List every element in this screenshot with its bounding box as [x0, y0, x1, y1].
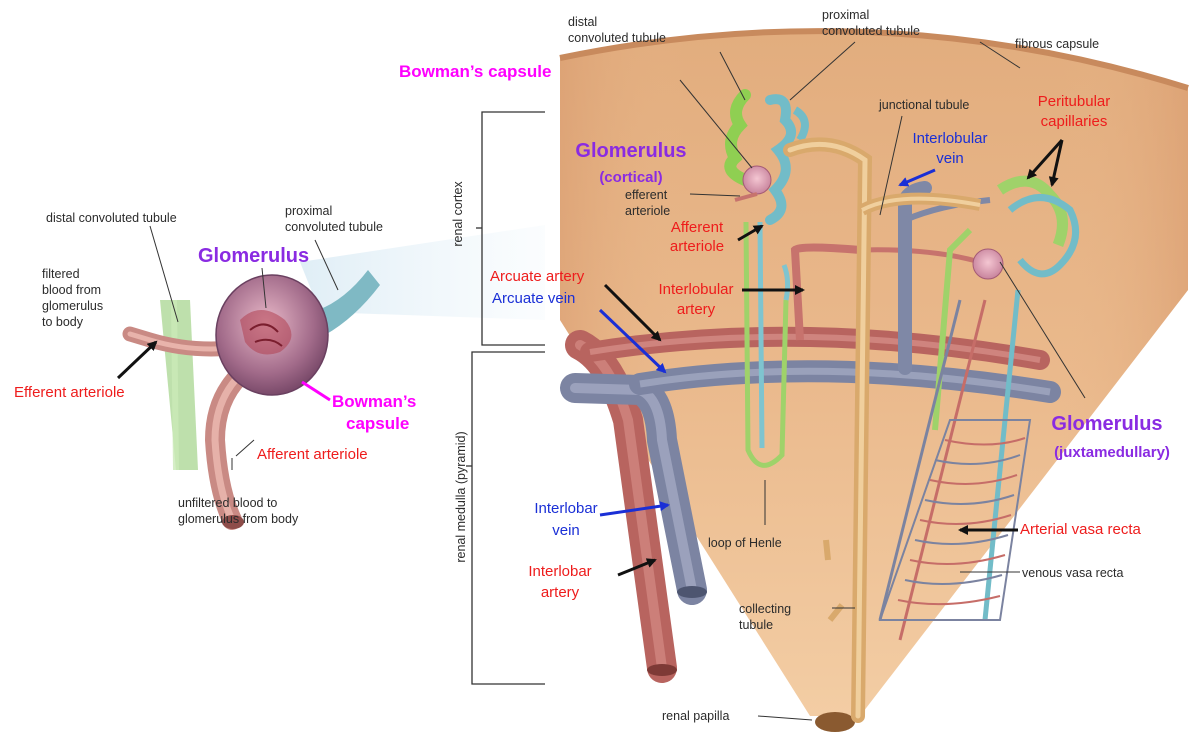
label-interlobar-vein-2: vein — [516, 522, 616, 539]
label-afferent-right-1: Afferent — [657, 219, 737, 236]
label-renal-cortex: renal cortex — [451, 164, 465, 264]
label-collecting-tubule-2: tubule — [739, 618, 773, 632]
label-proximal-right-2: convoluted tubule — [822, 24, 920, 38]
label-fibrous-capsule: fibrous capsule — [1015, 37, 1099, 51]
label-interlobular-artery-1: Interlobular — [641, 281, 751, 298]
label-loop-of-henle: loop of Henle — [708, 536, 782, 550]
label-arcuate-artery: Arcuate artery — [490, 268, 584, 285]
label-efferent-right-1: efferent — [625, 188, 667, 202]
label-arterial-vasa-recta: Arterial vasa recta — [1020, 521, 1141, 538]
label-glomerulus-jm-2: (juxtamedullary) — [1037, 444, 1187, 461]
label-interlobar-vein-1: Interlobar — [516, 500, 616, 517]
label-distal-right-1: distal — [568, 15, 597, 29]
label-glomerulus-cortical-2: (cortical) — [581, 169, 681, 186]
label-afferent-right-2: arteriole — [657, 238, 737, 255]
label-unfiltered-1: unfiltered blood to — [178, 496, 277, 510]
label-glomerulus-left: Glomerulus — [198, 245, 309, 268]
label-venous-vasa-recta: venous vasa recta — [1022, 566, 1123, 580]
label-peritubular-2: capillaries — [1024, 113, 1124, 130]
label-filtered-2: blood from — [42, 283, 101, 297]
label-collecting-tubule-1: collecting — [739, 602, 791, 616]
label-filtered-3: glomerulus — [42, 299, 103, 313]
label-glomerulus-cortical-1: Glomerulus — [556, 140, 706, 163]
label-interlobular-vein-2: vein — [900, 150, 1000, 167]
label-afferent-arteriole-left: Afferent arteriole — [257, 446, 368, 463]
label-renal-medulla: renal medulla (pyramid) — [454, 422, 468, 572]
label-bowmans-capsule-right: Bowman’s capsule — [399, 62, 551, 82]
label-filtered-4: to body — [42, 315, 83, 329]
label-proximal-left-1: proximal — [285, 204, 332, 218]
label-distal-right-2: convoluted tubule — [568, 31, 666, 45]
label-arcuate-vein: Arcuate vein — [492, 290, 575, 307]
label-peritubular-1: Peritubular — [1024, 93, 1124, 110]
label-efferent-arteriole-left: Efferent arteriole — [14, 384, 125, 401]
label-interlobular-vein-1: Interlobular — [900, 130, 1000, 147]
label-unfiltered-2: glomerulus from body — [178, 512, 298, 526]
label-bowmans-capsule-left-2: capsule — [346, 414, 409, 434]
label-interlobar-artery-2: artery — [510, 584, 610, 601]
label-glomerulus-jm-1: Glomerulus — [1032, 413, 1182, 436]
label-interlobar-artery-1: Interlobar — [510, 563, 610, 580]
label-interlobular-artery-2: artery — [641, 301, 751, 318]
label-proximal-right-1: proximal — [822, 8, 869, 22]
label-renal-papilla: renal papilla — [662, 709, 729, 723]
label-proximal-left-2: convoluted tubule — [285, 220, 383, 234]
label-efferent-right-2: arteriole — [625, 204, 670, 218]
label-bowmans-capsule-left-1: Bowman’s — [332, 392, 416, 412]
label-distal-convoluted-tubule-left: distal convoluted tubule — [46, 211, 177, 225]
label-filtered-1: filtered — [42, 267, 80, 281]
label-junctional-tubule: junctional tubule — [879, 98, 969, 112]
